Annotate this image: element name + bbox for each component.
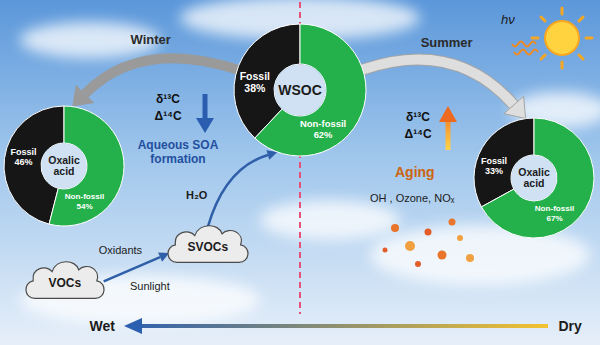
connector: [363, 59, 514, 105]
connector-outline: [363, 59, 514, 105]
cloud-shape: SVOCs: [164, 220, 252, 266]
cloud-label: VOCs: [49, 277, 82, 291]
donut-hole: [512, 156, 557, 201]
donut-center-label: Oxalic acid: [42, 155, 86, 178]
donut-chart: Oxalic acidFossil33%Non-fossil67%: [474, 118, 594, 238]
connector: [104, 257, 160, 281]
fossil-label: Fossil: [240, 70, 270, 82]
sky-clouds: [20, 0, 600, 325]
cloud-path: [168, 226, 248, 263]
non-fossil-label: Non-fossil: [535, 204, 575, 213]
non-fossil-label-group: Non-fossil54%: [65, 192, 105, 211]
photon-label: hν: [501, 13, 515, 28]
isotope-label: Δ¹⁴C: [405, 128, 432, 142]
fossil-label: Fossil: [481, 156, 507, 166]
connector-line: [104, 257, 160, 281]
fossil-label: Fossil: [10, 147, 36, 157]
isotope-increase-arrow: [439, 106, 457, 150]
note-label: Sunlight: [130, 280, 170, 293]
non-fossil-label-group: Non-fossil67%: [535, 204, 575, 223]
particles: [383, 219, 475, 268]
edge-label: Winter: [131, 33, 171, 48]
donut-hole: [275, 65, 326, 116]
light-waves: [512, 42, 538, 55]
fossil-percent: 38%: [240, 82, 270, 94]
non-fossil-label: Non-fossil: [300, 119, 346, 130]
arrow-head: [504, 96, 526, 118]
donut-center-label: WSOC: [275, 83, 325, 98]
process-label: Aqueous SOA formation: [128, 139, 228, 167]
donut-chart: Oxalic acid Fossil46% Non-fossil54%: [4, 106, 124, 226]
arrow-heads: [72, 85, 94, 107]
cloud-path: [26, 262, 104, 299]
connector: [208, 155, 268, 227]
arrow-head: [72, 85, 94, 107]
non-fossil-percent: 54%: [65, 202, 105, 211]
donut-chart: WSOC Fossil38% Non-fossil62%: [234, 24, 366, 156]
isotope-decrease-arrow: [196, 94, 214, 133]
process-label: Aging: [395, 164, 435, 180]
fossil-label-group: Fossil46%: [10, 147, 36, 168]
connector-line: [208, 155, 268, 227]
cloud-shape: VOCs: [22, 256, 108, 302]
non-fossil-sector: [255, 24, 366, 156]
cloud-label: SVOCs: [188, 241, 229, 255]
isotope-label: δ¹³C: [406, 111, 430, 125]
wet-dry-arrow: [124, 318, 548, 334]
arrow-heads: [504, 96, 526, 118]
connector-line: [85, 58, 237, 94]
non-fossil-label-group: Non-fossil62%: [300, 119, 346, 141]
non-fossil-sector: [481, 118, 594, 238]
isotope-label: δ¹³C: [156, 93, 180, 107]
axis-label: Dry: [559, 318, 582, 334]
edge-label: Oxidants: [99, 244, 142, 257]
edge-label: Summer: [421, 36, 473, 51]
donut-hole: [42, 144, 87, 189]
fossil-label-group: Fossil38%: [240, 70, 270, 94]
oxidant-label: OH , Ozone, NOₓ: [370, 192, 454, 205]
isotope-label: Δ¹⁴C: [155, 110, 182, 124]
fossil-percent: 46%: [10, 157, 36, 167]
donut-center-label: Oxalic acid: [512, 167, 556, 190]
fossil-percent: 33%: [481, 166, 507, 176]
non-fossil-percent: 62%: [300, 130, 346, 141]
non-fossil-label: Non-fossil: [65, 192, 105, 201]
sun: [532, 8, 592, 68]
axis-label: Wet: [90, 318, 115, 334]
non-fossil-percent: 67%: [535, 214, 575, 223]
fossil-label-group: Fossil33%: [481, 156, 507, 177]
connector: [85, 58, 237, 94]
edge-label: H₂O: [186, 189, 207, 202]
connector-line: [363, 59, 514, 105]
